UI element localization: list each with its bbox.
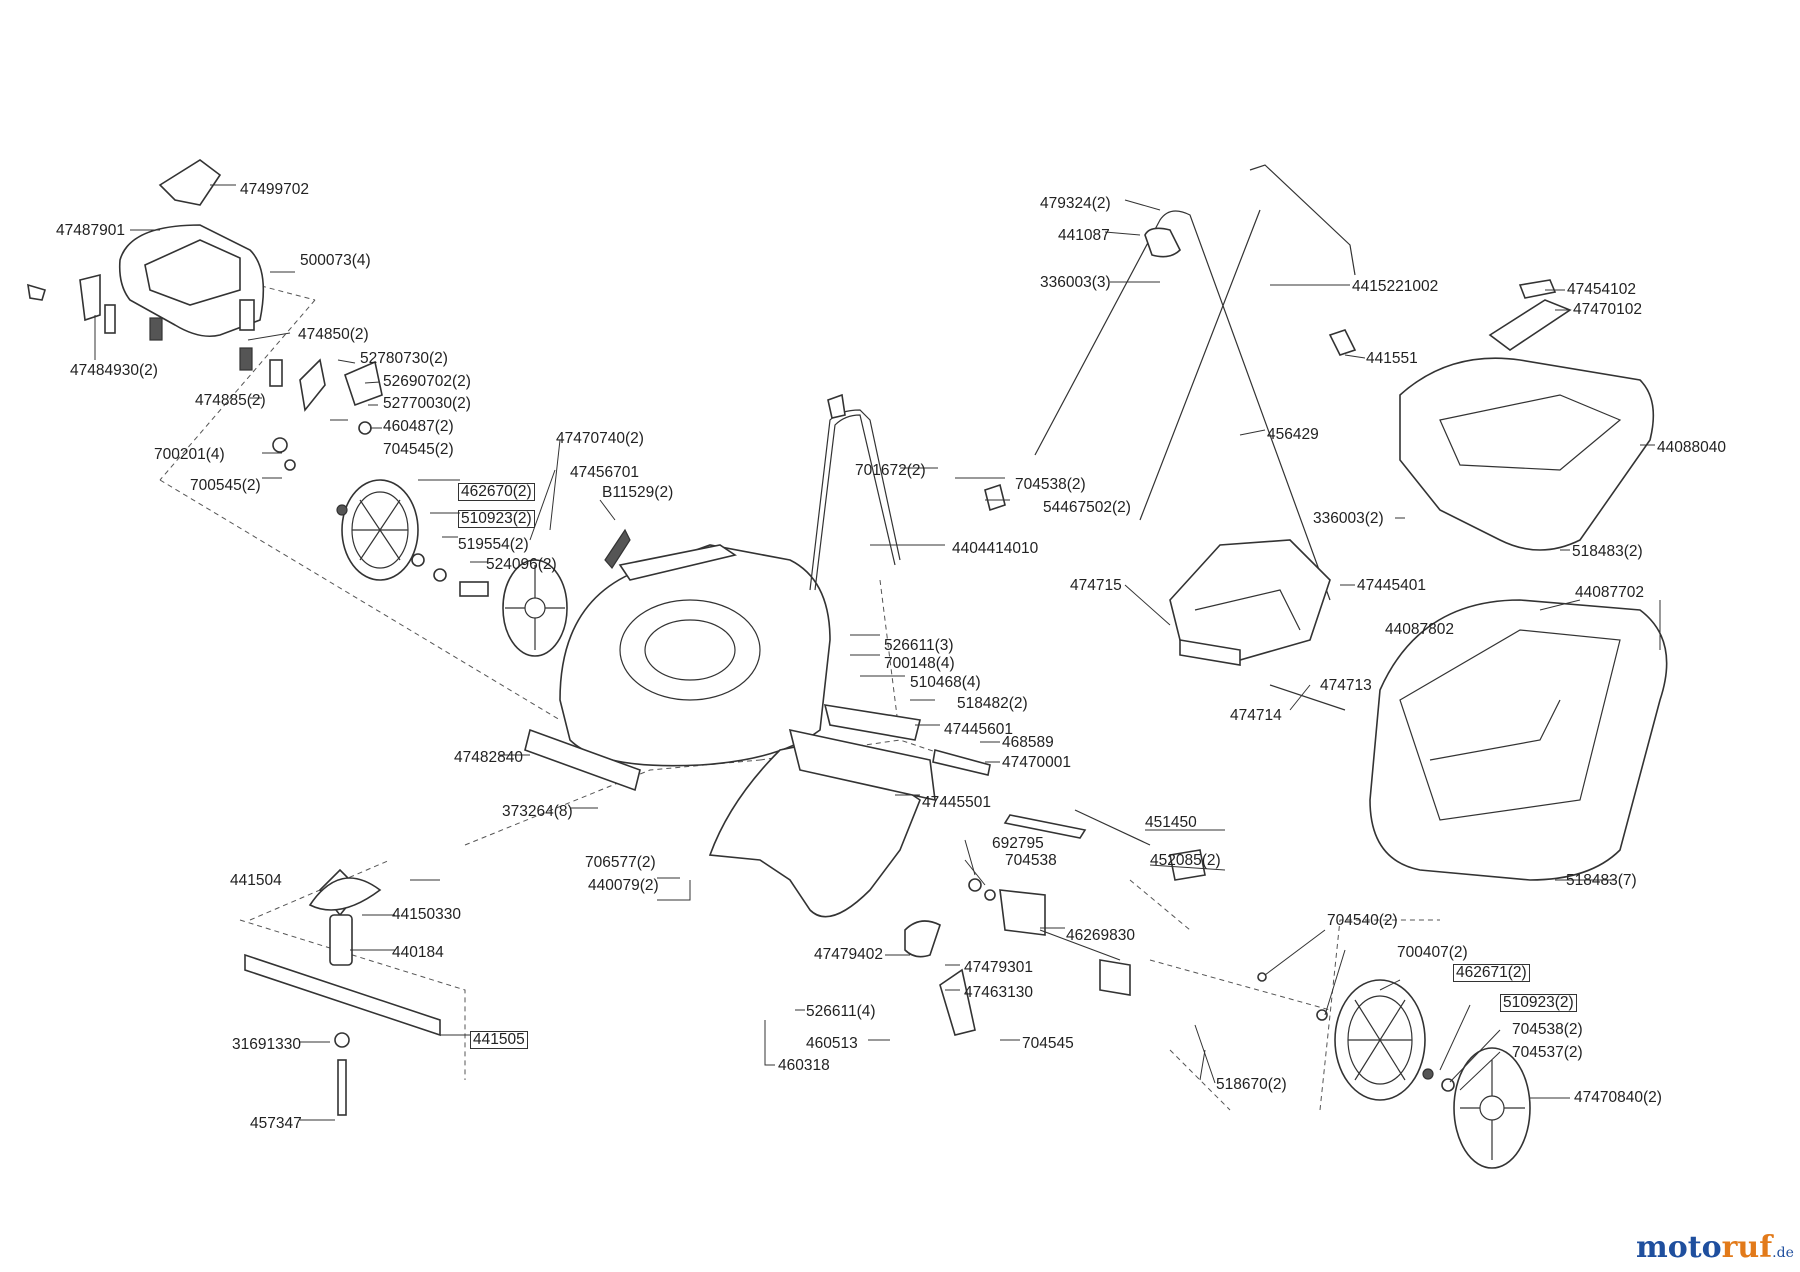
label-704538a: 704538(2) bbox=[1015, 476, 1086, 493]
label-518482: 518482(2) bbox=[957, 695, 1028, 712]
label-47487901: 47487901 bbox=[56, 222, 125, 239]
label-440079: 440079(2) bbox=[588, 877, 659, 894]
label-479324: 479324(2) bbox=[1040, 195, 1111, 212]
label-519554: 519554(2) bbox=[458, 536, 529, 553]
label-441505: 441505 bbox=[470, 1031, 528, 1049]
label-46269830: 46269830 bbox=[1066, 927, 1135, 944]
label-460513: 460513 bbox=[806, 1035, 858, 1052]
label-474715: 474715 bbox=[1070, 577, 1122, 594]
label-4404414010: 4404414010 bbox=[952, 540, 1039, 557]
label-47445501: 47445501 bbox=[922, 794, 991, 811]
label-441087: 441087 bbox=[1058, 227, 1110, 244]
label-47482840: 47482840 bbox=[454, 749, 523, 766]
label-47470001: 47470001 bbox=[1002, 754, 1071, 771]
label-452085: 452085(2) bbox=[1150, 852, 1221, 869]
label-47445401: 47445401 bbox=[1357, 577, 1426, 594]
mower-deck-part bbox=[559, 544, 831, 767]
label-704537: 704537(2) bbox=[1512, 1044, 1583, 1061]
label-52780730: 52780730(2) bbox=[360, 350, 448, 367]
motoruf-logo: motoruf.de bbox=[1636, 1230, 1794, 1265]
label-500073: 500073(4) bbox=[300, 252, 371, 269]
label-47484930: 47484930(2) bbox=[70, 362, 158, 379]
label-451450: 451450 bbox=[1145, 814, 1197, 831]
label-44088040: 44088040 bbox=[1657, 439, 1726, 456]
label-510923b: 510923(2) bbox=[1500, 994, 1577, 1012]
label-44087802: 44087802 bbox=[1385, 621, 1454, 638]
label-518483b: 518483(7) bbox=[1566, 872, 1637, 889]
label-B11529: B11529(2) bbox=[602, 484, 674, 501]
label-474714: 474714 bbox=[1230, 707, 1282, 724]
label-510468: 510468(4) bbox=[910, 674, 981, 691]
label-336003a: 336003(3) bbox=[1040, 274, 1111, 291]
label-700545: 700545(2) bbox=[190, 477, 261, 494]
label-474850: 474850(2) bbox=[298, 326, 369, 343]
label-47470840: 47470840(2) bbox=[1574, 1089, 1662, 1106]
label-462670: 462670(2) bbox=[458, 483, 535, 501]
label-373264: 373264(8) bbox=[502, 803, 573, 820]
wheel-cover-left-part bbox=[502, 559, 568, 657]
label-526611b: 526611(4) bbox=[806, 1003, 876, 1020]
label-704538c: 704538(2) bbox=[1512, 1021, 1583, 1038]
label-700148: 700148(4) bbox=[884, 655, 955, 672]
label-47470740: 47470740(2) bbox=[556, 430, 644, 447]
label-468589: 468589 bbox=[1002, 734, 1054, 751]
label-700201: 700201(4) bbox=[154, 446, 225, 463]
label-54467502: 54467502(2) bbox=[1043, 499, 1131, 516]
label-4415221002: 4415221002 bbox=[1352, 278, 1439, 295]
label-700407: 700407(2) bbox=[1397, 944, 1468, 961]
label-47445601: 47445601 bbox=[944, 721, 1013, 738]
label-526611a: 526611(3) bbox=[884, 637, 954, 654]
label-44150330: 44150330 bbox=[392, 906, 461, 923]
label-456429: 456429 bbox=[1267, 426, 1319, 443]
label-518670: 518670(2) bbox=[1216, 1076, 1287, 1093]
label-47456701: 47456701 bbox=[570, 464, 639, 481]
switch-cover-part bbox=[158, 159, 222, 206]
label-692795: 692795 bbox=[992, 835, 1044, 852]
label-704545a: 704545(2) bbox=[383, 441, 454, 458]
label-704538b: 704538 bbox=[1005, 852, 1057, 869]
label-47499702: 47499702 bbox=[240, 181, 309, 198]
label-441504: 441504 bbox=[230, 872, 282, 889]
label-52770030: 52770030(2) bbox=[383, 395, 471, 412]
label-440184: 440184 bbox=[392, 944, 444, 961]
label-47463130: 47463130 bbox=[964, 984, 1033, 1001]
label-460318: 460318 bbox=[778, 1057, 830, 1074]
label-704540: 704540(2) bbox=[1327, 912, 1398, 929]
blade-part bbox=[244, 953, 441, 1037]
label-474885: 474885(2) bbox=[195, 392, 266, 409]
label-52690702: 52690702(2) bbox=[383, 373, 471, 390]
grass-box-part bbox=[1369, 599, 1668, 881]
grass-box-top-part bbox=[1399, 357, 1655, 551]
label-47479301: 47479301 bbox=[964, 959, 1033, 976]
label-462671: 462671(2) bbox=[1453, 964, 1530, 982]
label-518483a: 518483(2) bbox=[1572, 543, 1643, 560]
label-706577: 706577(2) bbox=[585, 854, 656, 871]
label-31691330: 31691330 bbox=[232, 1036, 301, 1053]
label-701672: 701672(2) bbox=[855, 462, 926, 479]
label-704545b: 704545 bbox=[1022, 1035, 1074, 1052]
label-336003b: 336003(2) bbox=[1313, 510, 1384, 527]
label-47454102: 47454102 bbox=[1567, 281, 1636, 298]
label-460487: 460487(2) bbox=[383, 418, 454, 435]
label-441551: 441551 bbox=[1366, 350, 1418, 367]
label-457347: 457347 bbox=[250, 1115, 302, 1132]
label-474713: 474713 bbox=[1320, 677, 1372, 694]
label-44087702: 44087702 bbox=[1575, 584, 1644, 601]
label-510923a: 510923(2) bbox=[458, 510, 535, 528]
label-47470102: 47470102 bbox=[1573, 301, 1642, 318]
label-524096: 524096(2) bbox=[486, 556, 557, 573]
label-47479402: 47479402 bbox=[814, 946, 883, 963]
